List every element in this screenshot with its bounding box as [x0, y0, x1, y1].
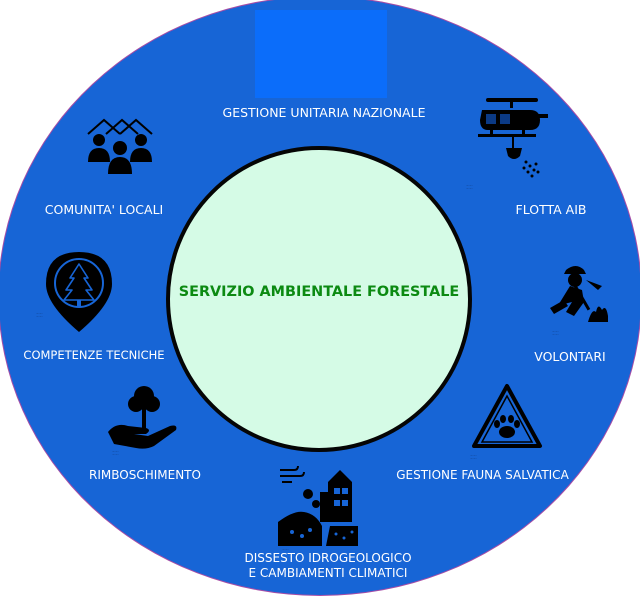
top-blue-block — [255, 10, 387, 98]
credit-helicopter: .................. — [466, 184, 473, 190]
community-icon — [87, 118, 153, 174]
credit-tree-hand: .................. — [112, 450, 119, 456]
forest-pin-icon — [46, 252, 112, 332]
landslide-icon — [278, 465, 358, 546]
center-title: SERVIZIO AMBIENTALE FORESTALE — [178, 284, 460, 300]
volunteer-icon — [550, 266, 608, 322]
label-comunita: COMUNITA' LOCALI — [44, 202, 164, 217]
credit-landslide: ......... — [282, 548, 289, 551]
label-flotta-aib: FLOTTA AIB — [515, 202, 587, 217]
center-circle — [166, 146, 472, 452]
label-gestione-fauna: GESTIONE FAUNA SALVATICA — [396, 468, 569, 482]
credit-forest-pin: .................. — [36, 312, 43, 318]
label-rimboschimento: RIMBOSCHIMENTO — [89, 468, 201, 482]
label-dissesto-1: DISSESTO IDROGEOLOGICO — [244, 551, 412, 565]
label-dissesto-2: E CAMBIAMENTI CLIMATICI — [248, 566, 408, 580]
helicopter-icon — [478, 98, 548, 178]
label-competenze: COMPETENZE TECNICHE — [23, 348, 165, 362]
label-volontari: VOLONTARI — [534, 349, 606, 364]
credit-wildlife: .................. — [470, 454, 477, 460]
label-gestione-unitaria: GESTIONE UNITARIA NAZIONALE — [222, 105, 426, 120]
wildlife-warning-icon — [472, 384, 542, 448]
credit-volunteer: .................. — [552, 330, 559, 336]
tree-hand-icon — [108, 386, 177, 449]
